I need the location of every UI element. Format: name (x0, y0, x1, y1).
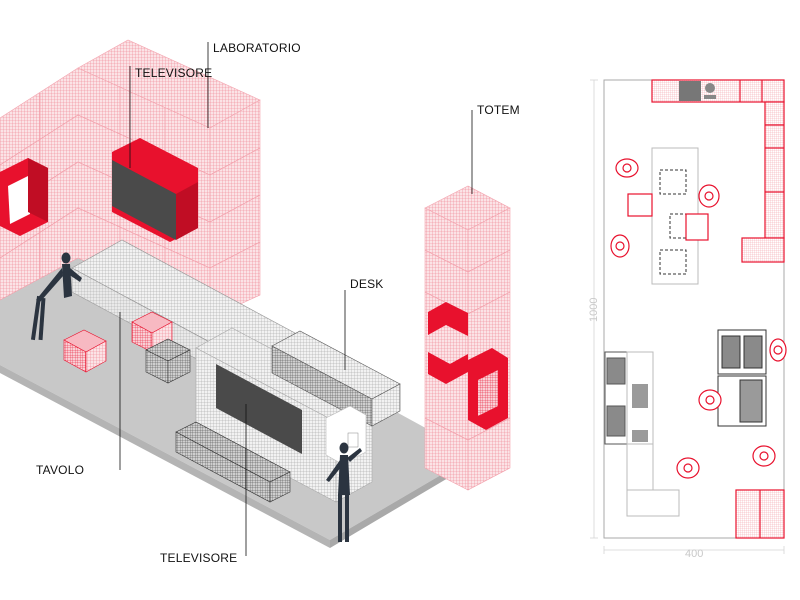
plan-sink-unit (679, 81, 716, 101)
desk-unit (271, 330, 401, 465)
label-televisore-top: TELEVISORE (135, 66, 212, 80)
person-desk (326, 442, 362, 542)
plan-red-stools (627, 193, 709, 241)
plan-person-3 (610, 234, 630, 258)
floor-slab-side (330, 455, 475, 548)
plan-people (610, 158, 787, 479)
plan-length-dimension: 1000 (588, 298, 600, 322)
totem-tower (424, 185, 511, 491)
dark-storage-boxes (175, 421, 291, 503)
plan-person-7 (676, 457, 700, 479)
televisore-bottom (216, 364, 302, 454)
label-desk: DESK (350, 277, 383, 291)
plan-desk-counter (604, 351, 680, 517)
leader-lines (119, 42, 473, 556)
person-left (30, 252, 82, 341)
plan-width-dimension: 400 (685, 548, 703, 560)
label-laboratorio: LABORATORIO (213, 41, 301, 55)
plan-person-2 (698, 184, 720, 208)
plan-totem-cabinet (735, 489, 785, 539)
plan-person-6 (752, 445, 776, 467)
axonometric-view: LABORATORIO TELEVISORE TOTEM DESK TAVOLO… (0, 39, 520, 565)
plan-person-5 (698, 389, 722, 411)
red-stool-1 (63, 329, 107, 373)
label-totem: TOTEM (477, 103, 520, 117)
plan-person-1 (615, 158, 639, 178)
plan-equipment-cluster (717, 329, 767, 427)
televisore-top (112, 138, 198, 242)
label-televisore-bottom: TELEVISORE (160, 551, 237, 565)
plan-dimensions (590, 79, 785, 554)
floor-plan: 1000 400 (588, 79, 787, 560)
label-tavolo: TAVOLO (36, 463, 84, 477)
red-niche-box (0, 158, 48, 236)
dark-mesh-stool (145, 338, 191, 384)
floor-slab-edge (0, 365, 330, 548)
plan-person-4 (769, 338, 787, 362)
